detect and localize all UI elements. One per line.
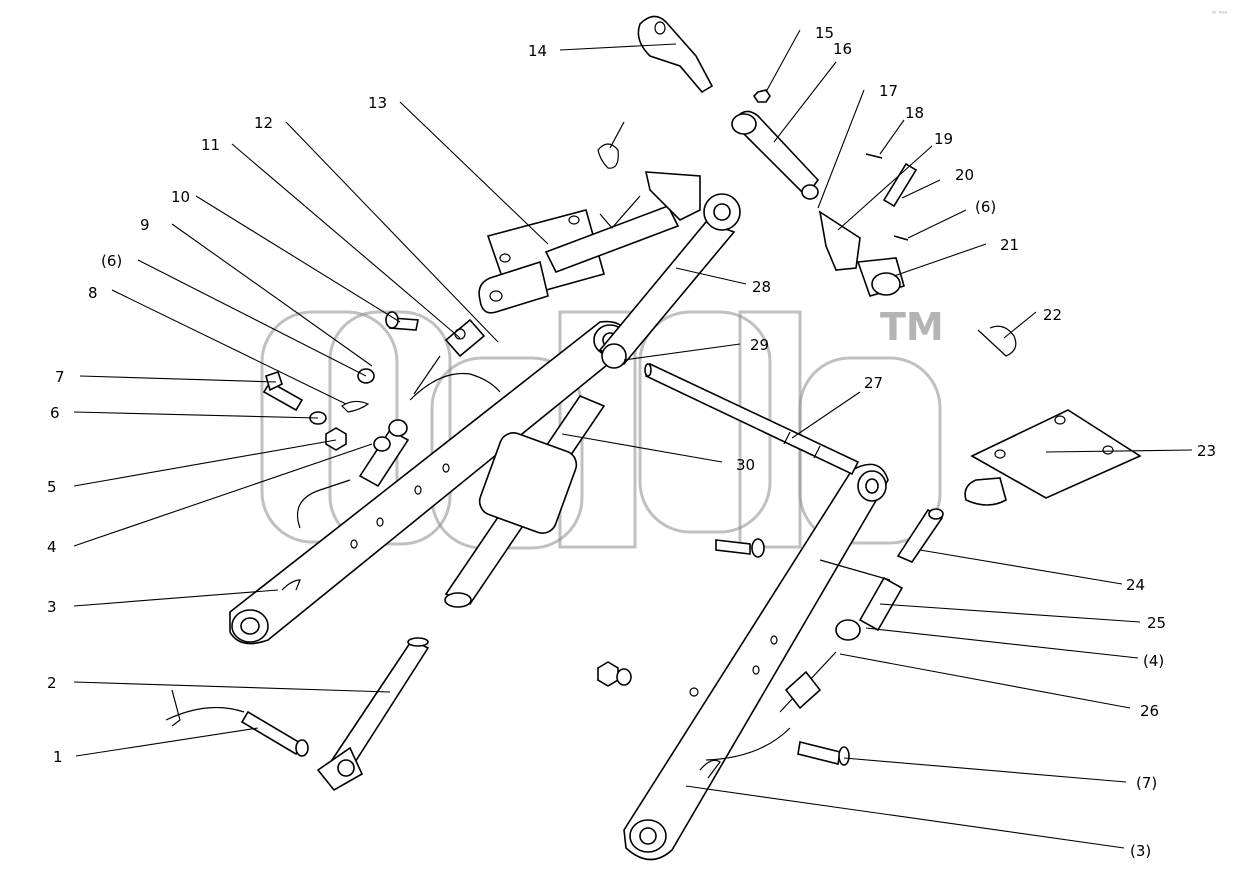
- callout-29: 29: [750, 336, 769, 354]
- part-26-chain: [705, 559, 891, 761]
- part-7-bolt-right: [797, 741, 850, 766]
- callout-18: 18: [905, 104, 924, 122]
- callout-24: 24: [1126, 576, 1145, 594]
- part-23-bracket-plate: [964, 409, 1142, 506]
- top-pin-clip: [597, 121, 641, 229]
- callout-20: 20: [955, 166, 974, 184]
- callout-7: 7: [55, 368, 65, 386]
- callout-19: 19: [934, 130, 953, 148]
- callout-6-paren-left: (6): [101, 252, 122, 270]
- callout-4-paren: (4): [1143, 652, 1164, 670]
- leader-lines: [73, 29, 1193, 849]
- callout-7-paren: (7): [1136, 774, 1157, 792]
- top-link-arm: [598, 193, 741, 369]
- callout-13: 13: [368, 94, 387, 112]
- part-1-pin: [165, 689, 309, 757]
- callout-26: 26: [1140, 702, 1159, 720]
- callout-10: 10: [171, 188, 190, 206]
- callout-4: 4: [47, 538, 57, 556]
- part-7-bolt-left: [262, 370, 304, 412]
- left-chain: [296, 355, 501, 529]
- callout-6-paren-right: (6): [975, 198, 996, 216]
- callout-9: 9: [140, 216, 150, 234]
- callout-11: 11: [201, 136, 220, 154]
- callout-3-paren: (3): [1130, 842, 1151, 860]
- callout-21: 21: [1000, 236, 1019, 254]
- callout-14: 14: [528, 42, 547, 60]
- callout-labels: 1 2 3 4 5 6 7 8 (6) 9 10 11 12 13 14 15 …: [47, 24, 1216, 860]
- callout-17: 17: [879, 82, 898, 100]
- part-4-turnbuckle-left: [358, 419, 410, 488]
- link-pin: [715, 538, 765, 558]
- callout-12: 12: [254, 114, 273, 132]
- nut-washer-pair: [597, 661, 632, 687]
- part-19-fork: [818, 210, 905, 297]
- cross-shaft: [644, 362, 860, 476]
- part-15-nut: [752, 89, 771, 103]
- lift-rod: [444, 395, 606, 608]
- callout-16: 16: [833, 40, 852, 58]
- part-2-rod: [316, 637, 430, 792]
- callout-15: 15: [815, 24, 834, 42]
- part-5-nut-left: [325, 427, 347, 451]
- part-6-pin-top: [893, 235, 909, 241]
- callout-30: 30: [736, 456, 755, 474]
- callout-8: 8: [88, 284, 98, 302]
- lower-link-right: [623, 463, 889, 861]
- part-8-clip: [341, 400, 370, 413]
- part-22-clip: [977, 325, 1017, 357]
- callout-23: 23: [1197, 442, 1216, 460]
- corner-mark: ᵂ ⁶⁰⁴: [1212, 10, 1227, 18]
- trademark-mark: TM: [880, 305, 944, 349]
- callout-27: 27: [864, 374, 883, 392]
- part-16-cylinder: [731, 110, 820, 200]
- part-14-clevis: [637, 15, 714, 94]
- callout-1: 1: [53, 748, 63, 766]
- part-10-pin: [385, 311, 419, 331]
- callout-2: 2: [47, 674, 57, 692]
- callout-22: 22: [1043, 306, 1062, 324]
- part-24-pin: [896, 508, 944, 563]
- part-18-pin: [865, 153, 883, 159]
- callout-5: 5: [47, 478, 57, 496]
- callout-3: 3: [47, 598, 57, 616]
- callout-28: 28: [752, 278, 771, 296]
- part-11-clevis: [444, 318, 486, 358]
- top-link-bracket: [478, 171, 701, 314]
- callout-25: 25: [1147, 614, 1166, 632]
- callout-6: 6: [50, 404, 60, 422]
